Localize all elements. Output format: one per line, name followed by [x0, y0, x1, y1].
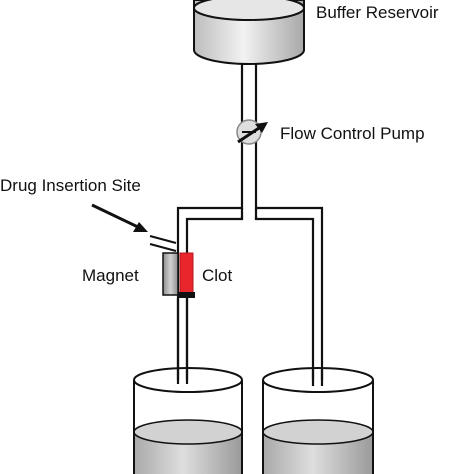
- drug-insertion-site-label: Drug Insertion Site: [0, 176, 141, 195]
- buffer-reservoir: [193, 0, 305, 65]
- magnet-label: Magnet: [82, 266, 139, 285]
- pump-pointer-arrow-icon: [237, 122, 268, 144]
- clot-block: [179, 252, 194, 296]
- buffer-reservoir-label: Buffer Reservoir: [316, 3, 439, 22]
- flow-control-pump-label: Flow Control Pump: [280, 124, 425, 143]
- clot-label: Clot: [202, 266, 233, 285]
- left-collection-beaker: [133, 367, 243, 474]
- magnet-block: [162, 252, 179, 296]
- drug-insertion-arrow-icon: [91, 203, 148, 232]
- tubing: [176, 64, 324, 380]
- clot-base: [178, 292, 195, 298]
- drug-insertion-port: [149, 235, 177, 252]
- right-collection-beaker: [262, 367, 374, 474]
